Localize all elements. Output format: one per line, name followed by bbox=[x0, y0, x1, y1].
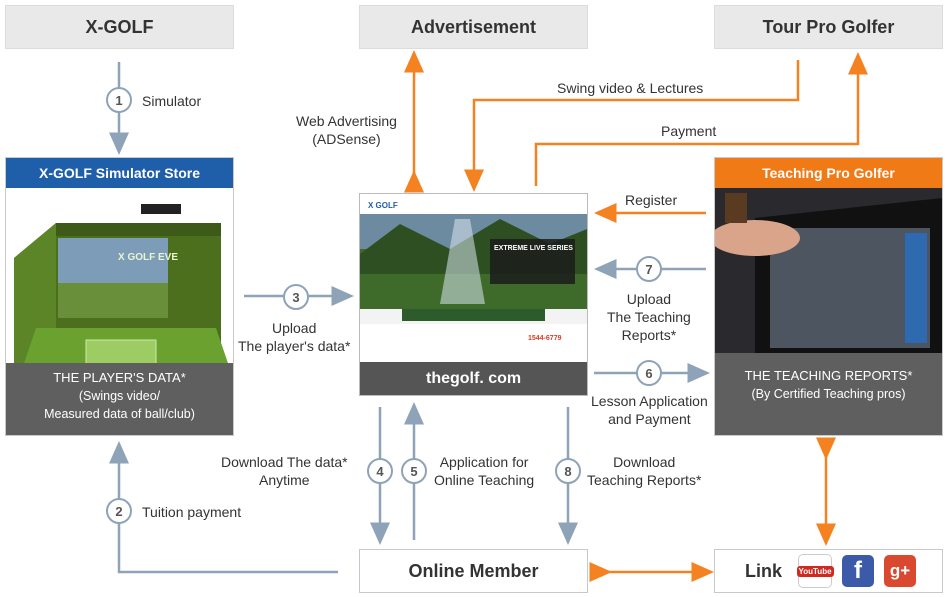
label-payment: Payment bbox=[661, 123, 717, 139]
step-6-badge: 6 bbox=[636, 360, 662, 386]
arrow-tuition bbox=[109, 441, 338, 574]
sim-logo-text: X GOLF EVE bbox=[118, 252, 178, 263]
online-member-box: Online Member bbox=[359, 549, 588, 593]
store-panel-title: X-GOLF Simulator Store bbox=[6, 158, 233, 188]
label-application: Application for Online Teaching bbox=[434, 454, 535, 488]
google-plus-icon[interactable]: g+ bbox=[884, 555, 917, 587]
link-box: Link YouTube f g+ bbox=[714, 549, 943, 593]
teaching-caption-title: THE TEACHING REPORTS* bbox=[744, 368, 913, 383]
store-panel-caption: THE PLAYER'S DATA* (Swings video/ Measur… bbox=[6, 363, 233, 435]
teaching-panel-title: Teaching Pro Golfer bbox=[715, 158, 942, 188]
step-2-badge: 2 bbox=[106, 498, 132, 524]
website-panel: X GOLF EXTREME LIVE SERIES 1544-6779 the… bbox=[359, 193, 588, 396]
label-upload-teaching: Upload The Teaching Reports* bbox=[607, 291, 691, 343]
store-caption-sub: (Swings video/ Measured data of ball/clu… bbox=[44, 389, 195, 421]
label-swing-video: Swing video & Lectures bbox=[557, 80, 704, 96]
online-member-label: Online Member bbox=[408, 560, 539, 581]
website-logo: X GOLF bbox=[368, 201, 398, 210]
label-web-advertising: Web Advertising (ADSense) bbox=[296, 113, 397, 147]
label-register: Register bbox=[625, 192, 678, 208]
tour-pro-label: Tour Pro Golfer bbox=[762, 16, 895, 37]
website-phone: 1544-6779 bbox=[528, 335, 562, 342]
step-5-badge: 5 bbox=[401, 458, 427, 484]
label-lesson: Lesson Application and Payment bbox=[591, 393, 708, 427]
teaching-image bbox=[715, 188, 942, 368]
youtube-text: YouTube bbox=[796, 565, 834, 577]
label-tuition: Tuition payment bbox=[142, 504, 242, 520]
youtube-icon[interactable]: YouTube bbox=[796, 554, 834, 588]
simulator-image: X GOLF EVE bbox=[6, 188, 233, 372]
label-download-reports: Download Teaching Reports* bbox=[587, 454, 702, 488]
teaching-caption-sub: (By Certified Teaching pros) bbox=[751, 387, 906, 401]
teaching-panel-caption: THE TEACHING REPORTS* (By Certified Teac… bbox=[715, 353, 942, 435]
store-caption-title: THE PLAYER'S DATA* bbox=[53, 370, 186, 385]
advertisement-box: Advertisement bbox=[359, 5, 588, 49]
arrow-swing-video bbox=[464, 60, 800, 192]
link-label: Link bbox=[745, 560, 783, 581]
label-simulator: Simulator bbox=[142, 93, 202, 109]
website-banner: EXTREME LIVE SERIES bbox=[494, 245, 573, 252]
xgolf-box: X-GOLF bbox=[5, 5, 234, 49]
step-8-badge: 8 bbox=[555, 458, 581, 484]
step-3-badge: 3 bbox=[283, 284, 309, 310]
step-4-badge: 4 bbox=[367, 458, 393, 484]
website-caption[interactable]: thegolf. com bbox=[360, 362, 587, 395]
step-1-badge: 1 bbox=[106, 87, 132, 113]
facebook-icon[interactable]: f bbox=[842, 555, 875, 587]
label-download-data: Download The data* Anytime bbox=[221, 454, 348, 488]
tour-pro-box: Tour Pro Golfer bbox=[714, 5, 943, 49]
advertisement-label: Advertisement bbox=[410, 16, 537, 37]
simulator-store-panel: X-GOLF Simulator Store X GOLF EVE THE PL… bbox=[5, 157, 234, 436]
teaching-pro-panel: Teaching Pro Golfer THE TEACHING REPORTS… bbox=[714, 157, 943, 436]
xgolf-label: X-GOLF bbox=[85, 16, 154, 37]
step-7-badge: 7 bbox=[636, 256, 662, 282]
website-screenshot: X GOLF EXTREME LIVE SERIES 1544-6779 bbox=[360, 194, 587, 362]
label-upload-players: Upload The player's data* bbox=[238, 320, 351, 354]
arrow-payment bbox=[534, 52, 868, 186]
